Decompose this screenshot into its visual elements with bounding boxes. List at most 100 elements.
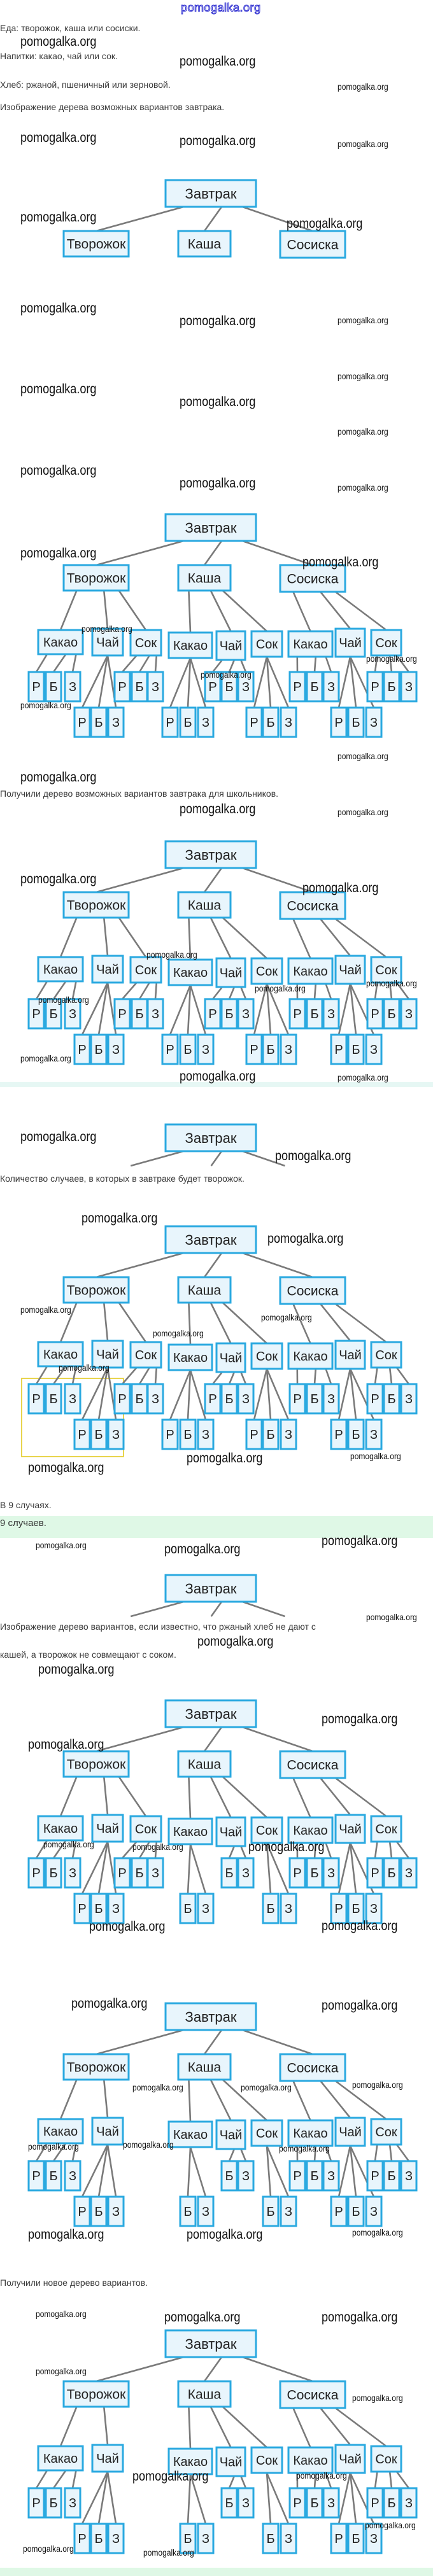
tree-edge <box>222 1776 267 1818</box>
node-bread: Б <box>131 998 148 1030</box>
restriction-text-line1: Изображение дерево вариантов, если извес… <box>0 1621 316 1632</box>
node-bread-box <box>262 1893 280 1924</box>
tree-edge <box>81 2471 109 2524</box>
tree-edge <box>349 656 357 708</box>
node-bread-box <box>179 2195 197 2227</box>
node-bread-box <box>366 2160 384 2192</box>
node-drink-label: Сок <box>375 1348 397 1362</box>
node-bread-label: З <box>242 1007 250 1021</box>
node-bread-box <box>45 671 62 703</box>
watermark: pomogalka.org <box>366 978 417 988</box>
node-bread-box <box>220 2160 238 2192</box>
node-bread: Р <box>73 2523 91 2554</box>
node-bread-label: Б <box>310 1392 318 1406</box>
tree-edge <box>242 206 313 232</box>
node-bread: З <box>107 2195 125 2227</box>
tree-edge <box>59 2079 78 2120</box>
node-bread-label: З <box>370 1428 378 1442</box>
node-food: Каша <box>177 891 232 919</box>
node-drink: Какао <box>37 2118 84 2145</box>
node-bread-box <box>365 1893 383 1924</box>
node-bread: Б <box>306 671 323 703</box>
tree-edge <box>138 655 150 673</box>
tree-edge <box>292 2407 311 2448</box>
watermark: pomogalka.org <box>322 2310 398 2325</box>
watermark: pomogalka.org <box>180 1069 256 1084</box>
tree-edge <box>103 1776 109 1816</box>
watermark: pomogalka.org <box>187 2227 263 2242</box>
node-food-label: Сосиска <box>287 1758 339 1773</box>
node-food: Творожок <box>62 230 130 258</box>
node-bread-box <box>262 2523 280 2554</box>
node-bread: З <box>146 1857 164 1889</box>
node-food-box <box>177 230 232 258</box>
node-bread-label: З <box>285 2205 292 2219</box>
node-bread: Б <box>131 1383 148 1415</box>
node-bread-label: З <box>202 2532 209 2546</box>
watermark: pomogalka.org <box>20 130 97 145</box>
node-bread-box <box>366 998 384 1030</box>
node-bread-box <box>197 2195 215 2227</box>
node-bread: Б <box>179 2195 197 2227</box>
node-bread-box <box>179 2523 197 2554</box>
node-bread-box <box>366 1383 384 1415</box>
tree-edge <box>209 590 232 632</box>
node-drink-box <box>287 2119 334 2147</box>
site-logo[interactable]: pomogalka.org <box>181 1 261 15</box>
node-drink-label: Какао <box>173 1351 208 1365</box>
node-bread-label: З <box>202 1043 209 1057</box>
tree-edge <box>96 2356 184 2383</box>
node-bread-label: Б <box>135 1007 143 1021</box>
node-bread: З <box>197 706 215 738</box>
node-bread-label: Б <box>94 2205 103 2219</box>
node-drink-label: Чай <box>96 2125 119 2139</box>
node-bread-label: З <box>327 1392 335 1406</box>
node-drink-label: Какао <box>293 2127 327 2141</box>
node-root-label: Завтрак <box>185 2009 237 2025</box>
node-bread: З <box>322 2160 340 2192</box>
node-bread-label: З <box>405 2169 413 2183</box>
node-food-box <box>279 2380 346 2409</box>
node-drink: Какао <box>287 1816 334 1844</box>
node-bread-box <box>245 706 263 738</box>
node-food-label: Каша <box>188 2061 222 2075</box>
watermark: pomogalka.org <box>38 1662 115 1677</box>
watermark: pomogalka.org <box>302 555 379 570</box>
node-bread: Б <box>220 1857 238 1889</box>
tree-edge <box>337 1842 351 1894</box>
node-bread-box <box>45 2487 62 2519</box>
node-bread-label: Б <box>310 2169 318 2183</box>
node-bread: З <box>280 706 297 738</box>
node-bread-label: Б <box>49 2169 57 2183</box>
node-bread: Б <box>90 1893 108 1924</box>
node-drink-label: Какао <box>173 2128 208 2142</box>
node-bread-box <box>347 1893 365 1924</box>
node-bread-box <box>197 1418 215 1450</box>
node-bread-label: З <box>327 2169 335 2183</box>
node-bread: З <box>107 1893 125 1924</box>
node-bread: Б <box>383 1857 401 1889</box>
node-drink-label: Сок <box>375 636 397 650</box>
node-bread-box <box>45 1383 62 1415</box>
node-bread: З <box>322 998 340 1030</box>
node-drink-box <box>167 631 213 659</box>
watermark: pomogalka.org <box>279 2143 330 2153</box>
node-bread-box <box>27 671 45 703</box>
tree-edge <box>242 1150 285 1167</box>
node-drink-label: Чай <box>220 640 243 654</box>
tree-edge <box>81 1367 109 1420</box>
tree-edge <box>334 2407 387 2447</box>
tree-edge <box>266 656 290 708</box>
node-bread-box <box>90 2523 108 2554</box>
tree-edge <box>154 1367 158 1385</box>
node-drink: Сок <box>250 2446 283 2474</box>
node-drink-box <box>37 956 84 983</box>
node-root-box <box>164 179 257 208</box>
node-bread-label: Б <box>225 2169 233 2183</box>
tree-edge <box>203 2029 223 2055</box>
node-bread-label: З <box>69 1392 76 1406</box>
tree-edge <box>169 984 192 1035</box>
node-bread-label: Б <box>387 1007 395 1021</box>
